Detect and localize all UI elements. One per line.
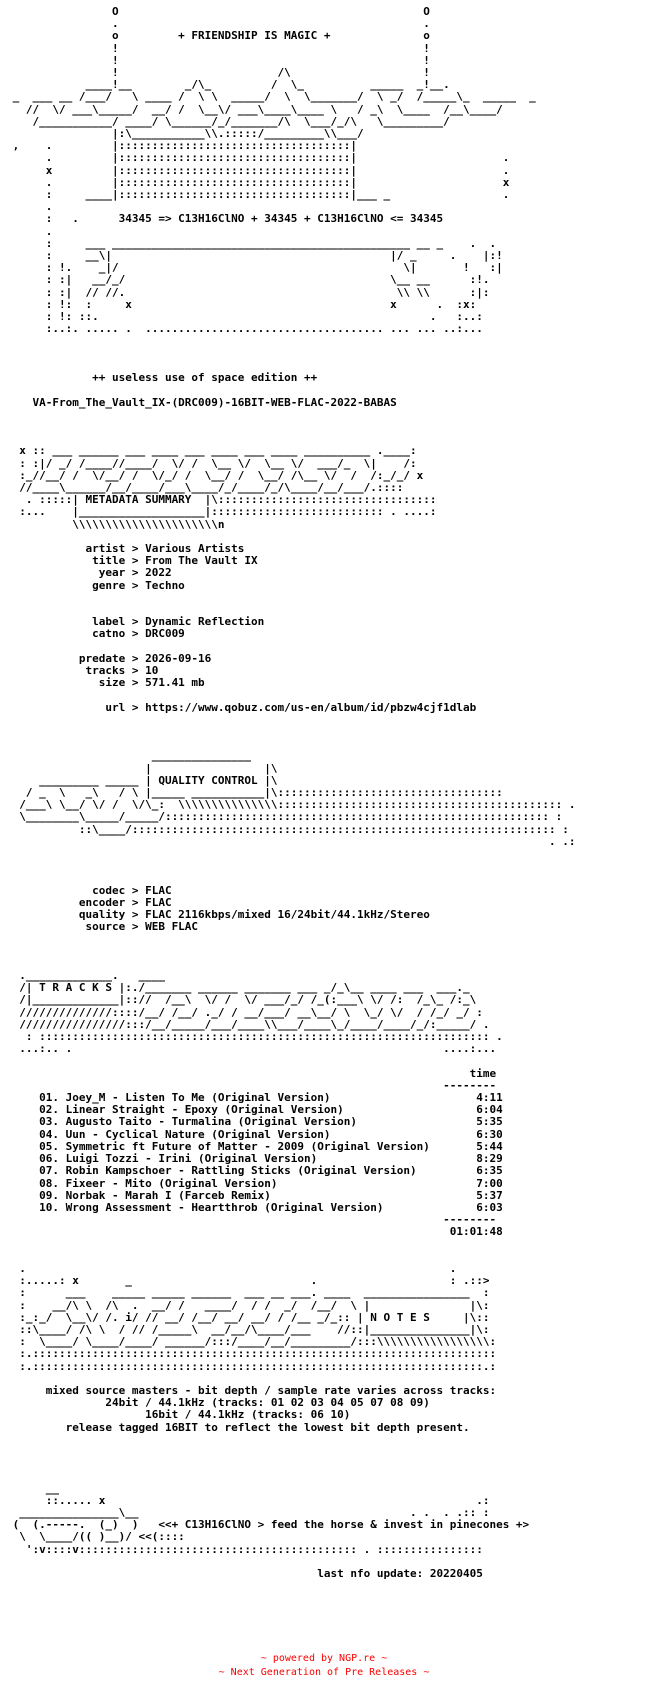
footer-tagline: ~ Next Generation of Pre Releases ~ — [218, 1667, 430, 1678]
footer: ~ powered by NGP.re ~ ~ Next Generation … — [0, 1652, 648, 1680]
footer-powered-by[interactable]: ~ powered by NGP.re ~ — [260, 1653, 388, 1664]
nfo-text: O O . . o + FRIENDSHIP IS MAGIC + o ! — [12, 6, 576, 1580]
